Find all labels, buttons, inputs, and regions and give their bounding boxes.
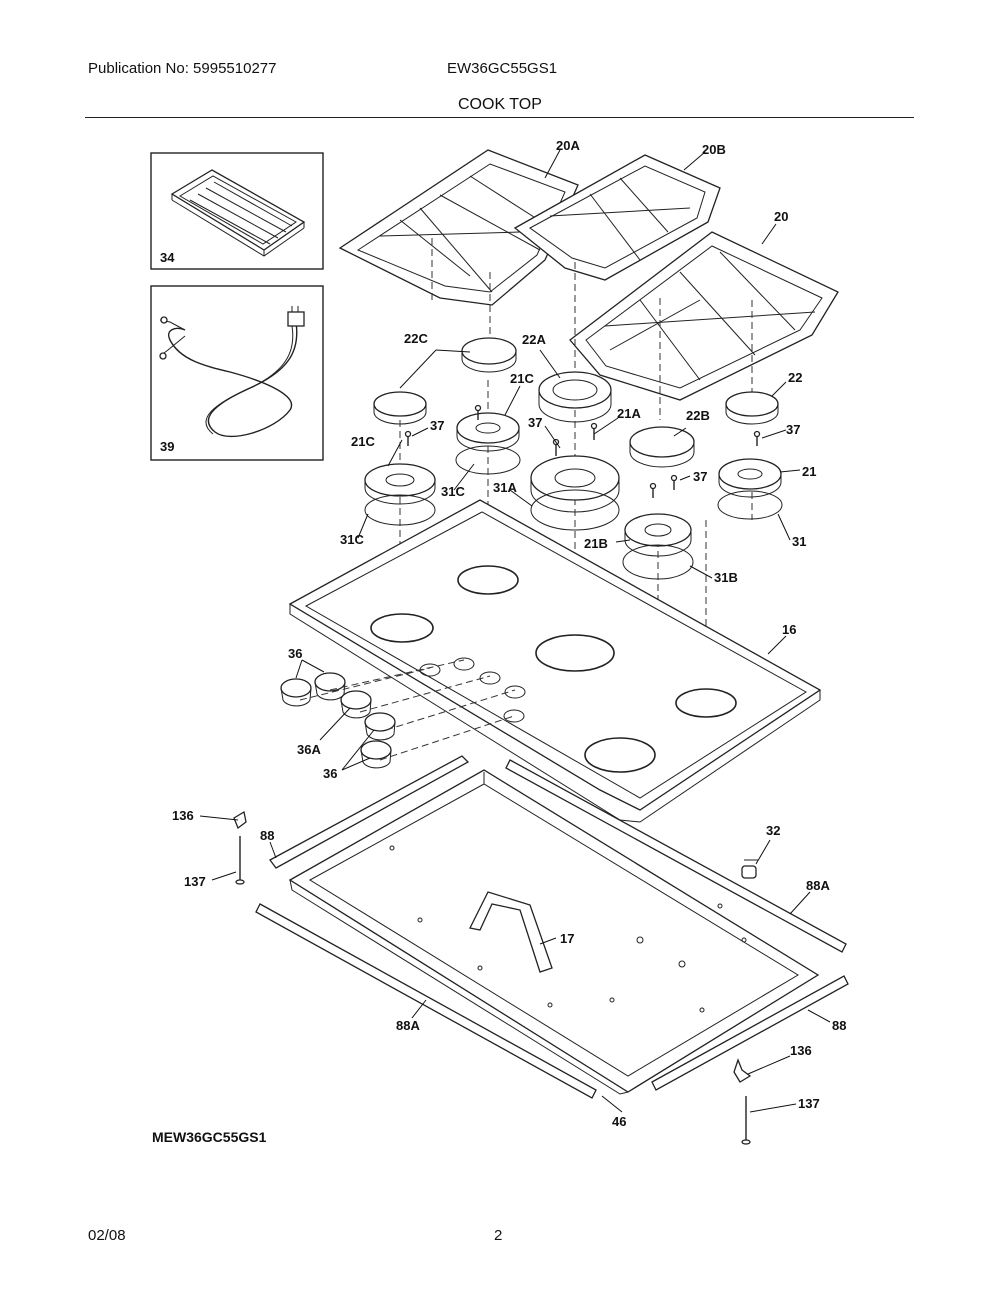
publication-date: 02/08 bbox=[88, 1227, 126, 1244]
callout-32: 32 bbox=[766, 823, 780, 838]
header-rule bbox=[85, 117, 914, 118]
callout-labels: 20A 20B 20 22C 22A 21C 22 37 37 21A 22B … bbox=[172, 138, 846, 1129]
callout-136-left: 136 bbox=[172, 808, 194, 823]
leader-lines bbox=[199, 149, 831, 1113]
callout-88A-left: 88A bbox=[396, 1018, 420, 1033]
callout-20: 20 bbox=[774, 209, 788, 224]
callout-36A: 36A bbox=[297, 742, 321, 757]
publication-number: Publication No: 5995510277 bbox=[88, 60, 277, 77]
cap-22 bbox=[725, 391, 779, 417]
wire-harness-drawing bbox=[159, 306, 305, 438]
grate-20 bbox=[569, 231, 839, 401]
callout-16: 16 bbox=[782, 622, 796, 637]
head-21 bbox=[718, 458, 782, 490]
callout-20A: 20A bbox=[556, 138, 580, 153]
callout-22: 22 bbox=[788, 370, 802, 385]
callout-36-top: 36 bbox=[288, 646, 302, 661]
seal-31 bbox=[717, 490, 783, 520]
bracket-17 bbox=[469, 891, 553, 973]
inset-griddle-34: 34 bbox=[150, 152, 324, 270]
callout-137-right: 137 bbox=[798, 1096, 820, 1111]
cap-22C-top bbox=[461, 337, 517, 365]
callout-37-d: 37 bbox=[786, 422, 800, 437]
callout-31C-mid: 31C bbox=[441, 484, 465, 499]
bottom-pan-46 bbox=[288, 769, 820, 1095]
callout-88-right: 88 bbox=[832, 1018, 846, 1033]
callout-136-right: 136 bbox=[790, 1043, 812, 1058]
seal-31B bbox=[622, 544, 694, 580]
trim-88-left bbox=[269, 755, 470, 869]
callout-20B: 20B bbox=[702, 142, 726, 157]
head-21B bbox=[624, 513, 692, 547]
burner-opening-5 bbox=[584, 737, 656, 773]
callout-39: 39 bbox=[160, 439, 174, 454]
grate-20A bbox=[338, 149, 579, 306]
grate-20B bbox=[513, 154, 721, 281]
trim-strips bbox=[255, 755, 849, 1099]
burner-opening-3 bbox=[535, 634, 615, 672]
cap-22B bbox=[629, 426, 695, 458]
screws-37 bbox=[404, 404, 761, 498]
callout-22B: 22B bbox=[686, 408, 710, 423]
seal-31C-left bbox=[364, 494, 436, 526]
knobs-36 bbox=[280, 659, 516, 769]
head-21A bbox=[530, 455, 620, 501]
trim-88-right bbox=[651, 975, 849, 1091]
diagram-model-code: MEW36GC55GS1 bbox=[152, 1129, 267, 1145]
inset-wire-harness-39: 39 bbox=[150, 285, 324, 461]
callout-88A-right: 88A bbox=[806, 878, 830, 893]
callout-46: 46 bbox=[612, 1114, 626, 1129]
callout-31: 31 bbox=[792, 534, 806, 549]
cooktop-16 bbox=[288, 499, 822, 823]
callout-21A: 21A bbox=[617, 406, 641, 421]
callout-31B: 31B bbox=[714, 570, 738, 585]
section-title: COOK TOP bbox=[458, 96, 542, 113]
callout-137-left: 137 bbox=[184, 874, 206, 889]
callout-21C-left: 21C bbox=[351, 434, 375, 449]
seal-31C-mid bbox=[455, 445, 521, 475]
callout-34: 34 bbox=[160, 250, 175, 265]
burner-opening-2 bbox=[370, 613, 434, 643]
callout-21B: 21B bbox=[584, 536, 608, 551]
callout-88-left: 88 bbox=[260, 828, 274, 843]
griddle-drawing bbox=[170, 169, 306, 257]
head-21C-left bbox=[364, 463, 436, 497]
callout-17: 17 bbox=[560, 931, 574, 946]
page-number: 2 bbox=[494, 1227, 503, 1244]
trim-88A-right bbox=[505, 759, 847, 953]
burner-caps bbox=[373, 337, 779, 468]
callout-37-b: 37 bbox=[528, 415, 542, 430]
callout-31A: 31A bbox=[493, 480, 517, 495]
head-21C-mid bbox=[456, 412, 520, 444]
callout-22A: 22A bbox=[522, 332, 546, 347]
callout-36-bottom: 36 bbox=[323, 766, 337, 781]
burner-opening-4 bbox=[675, 688, 737, 718]
model-number: EW36GC55GS1 bbox=[447, 60, 558, 77]
burner-opening-1 bbox=[457, 565, 519, 595]
callout-37-a: 37 bbox=[430, 418, 444, 433]
burner-heads bbox=[364, 412, 783, 580]
callout-21: 21 bbox=[802, 464, 816, 479]
callout-22C: 22C bbox=[404, 331, 428, 346]
cap-22C-left bbox=[373, 391, 427, 417]
cap-22A bbox=[538, 371, 612, 409]
hardware bbox=[233, 810, 758, 1145]
trim-88A-left bbox=[255, 903, 597, 1099]
seal-31A bbox=[530, 489, 620, 531]
callout-37-c: 37 bbox=[693, 469, 707, 484]
callout-21C-top: 21C bbox=[510, 371, 534, 386]
callout-31C-left: 31C bbox=[340, 532, 364, 547]
